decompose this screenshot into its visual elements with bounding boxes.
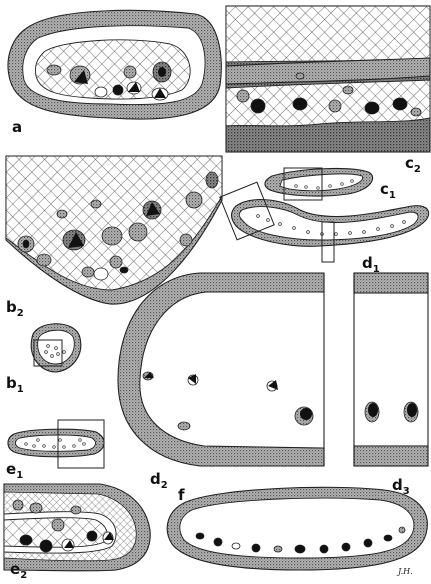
cell	[411, 108, 421, 116]
cell	[13, 500, 23, 510]
cell	[365, 102, 379, 114]
cell	[95, 87, 107, 97]
cell	[399, 527, 405, 533]
panel-d3-wall-bottom	[354, 446, 428, 466]
panel-d2-lumen	[140, 292, 324, 448]
panel-b2-mesh	[6, 156, 222, 290]
cell-nucleus	[407, 403, 417, 417]
cell	[180, 234, 192, 246]
cell	[237, 90, 249, 102]
cell-nucleus	[158, 67, 166, 77]
cell	[214, 538, 222, 546]
cell	[384, 535, 392, 541]
cell	[252, 544, 260, 552]
panel-c1: c1	[265, 168, 396, 201]
cell	[206, 172, 218, 188]
cell	[364, 539, 372, 547]
panel-a-label: a	[12, 118, 22, 136]
panel-d2: d2	[118, 273, 324, 491]
panel-a: a	[8, 10, 221, 136]
cell-nucleus	[300, 408, 312, 420]
cell	[293, 98, 307, 110]
cell	[393, 98, 407, 110]
cell	[110, 256, 122, 268]
cell	[129, 223, 147, 241]
cell	[82, 267, 94, 277]
cell	[320, 545, 328, 553]
panel-b1-label: b1	[6, 374, 24, 395]
panel-e1-label: e1	[6, 460, 23, 481]
cell	[196, 533, 204, 539]
cell	[20, 535, 32, 545]
cell	[274, 546, 282, 552]
cell	[120, 267, 128, 273]
artist-signature: J.H.	[396, 567, 413, 576]
panel-f-label: f	[178, 486, 185, 504]
panel-d3: d3	[354, 273, 428, 497]
panel-c2-label: c2	[405, 154, 421, 175]
panel-d2-label: d2	[150, 470, 168, 491]
panel-b2-label: b2	[6, 298, 24, 319]
cell	[87, 531, 97, 541]
cell	[232, 543, 240, 549]
panel-e2: e2	[4, 484, 150, 581]
cell	[329, 100, 341, 112]
cell-nucleus	[23, 240, 29, 248]
cell	[30, 503, 42, 513]
cell	[47, 65, 61, 75]
cell	[40, 540, 52, 552]
panel-f: f J.H.	[167, 486, 427, 576]
panel-c2-upper-mesh	[226, 6, 430, 62]
cell	[178, 422, 190, 430]
cell	[296, 73, 304, 79]
cell	[295, 545, 305, 553]
cell	[342, 543, 350, 551]
cell	[57, 210, 67, 218]
cell	[71, 506, 81, 514]
cell	[52, 519, 64, 531]
cell	[102, 227, 122, 245]
panel-d1-label: d1	[362, 254, 380, 275]
cell	[343, 86, 353, 94]
cell	[251, 99, 265, 113]
cell	[113, 85, 123, 95]
cell	[37, 254, 51, 266]
panel-b1: b1	[6, 324, 81, 395]
panel-c2: c2	[226, 6, 430, 175]
cell	[186, 192, 202, 208]
cell	[91, 200, 101, 208]
panel-e1: e1	[6, 420, 104, 481]
cell	[124, 66, 136, 78]
panel-d3-wall-top	[354, 273, 428, 293]
panel-c1-label: c1	[380, 180, 396, 201]
cell	[94, 268, 108, 280]
cell-nucleus	[368, 403, 378, 417]
